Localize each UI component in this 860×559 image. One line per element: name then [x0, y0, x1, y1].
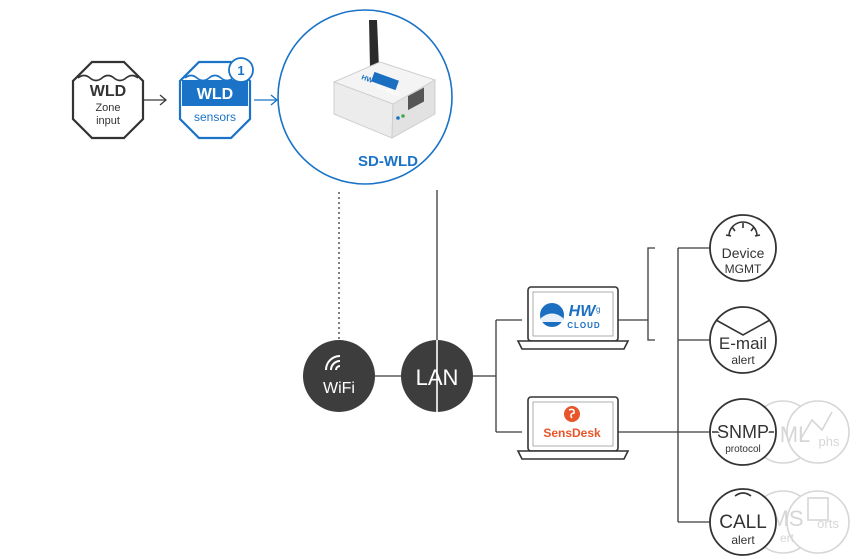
service-device-mgmt-line1: Device [722, 245, 765, 261]
sensors-title: WLD [197, 86, 233, 103]
water-wave-icon [77, 74, 139, 82]
hwg-logo-text: HW [569, 303, 598, 320]
ghost-sms-sub: ert [780, 531, 795, 545]
ghost-reports-text: orts [817, 516, 839, 531]
ghost-graphs-circle [786, 400, 850, 464]
wifi-circle [303, 340, 375, 412]
cloud-bracket [647, 247, 655, 341]
lan-node[interactable]: LAN [401, 340, 473, 412]
ghost-reports-circle [786, 490, 850, 554]
service-device-mgmt-line2: MGMT [725, 262, 762, 276]
hwg-cloud-caption: CLOUD [567, 321, 600, 330]
service-call-line2: alert [731, 533, 755, 547]
service-call-line1: CALL [719, 512, 767, 533]
service-snmp-line2: protocol [725, 444, 761, 455]
device-node[interactable]: HW SD-WLD SD-WLD [277, 9, 453, 185]
wifi-node[interactable]: WiFi [303, 340, 375, 412]
ghost-xml-text: ML [780, 422, 811, 447]
ghost-graphs-text: phs [819, 434, 840, 449]
wifi-icon [325, 355, 341, 371]
ghost-report-icon [807, 497, 829, 521]
lan-label: LAN [416, 365, 459, 390]
laptop-base [516, 450, 630, 460]
wifi-label: WiFi [323, 380, 355, 397]
gear-icon [725, 221, 761, 237]
zone-input-title: WLD [90, 83, 126, 100]
connection-lines [144, 94, 710, 523]
device-box-image [332, 61, 437, 139]
zone-input-node[interactable]: WLD Zone input [71, 60, 145, 140]
laptop-hwg-cloud[interactable]: HW g CLOUD [516, 286, 630, 350]
sensors-count: 1 [237, 63, 244, 78]
sensors-count-badge [228, 57, 254, 83]
phone-icon [734, 492, 752, 497]
device-name: SD-WLD [358, 153, 418, 170]
zone-input-line1: Zone [95, 102, 120, 114]
service-call-alert[interactable]: CALL alert [709, 488, 777, 556]
service-email-alert[interactable]: E-mail alert [709, 306, 777, 374]
laptop-base [516, 340, 630, 350]
sensors-header-band [182, 80, 248, 106]
sensors-node[interactable]: WLD sensors 1 [178, 57, 254, 140]
sensors-to-device-arrow [254, 94, 279, 106]
laptop-sensdesk[interactable]: SensDesk [516, 396, 630, 460]
arrow-head-zone [159, 94, 168, 106]
service-email-line2: alert [731, 353, 755, 367]
sensdesk-logo-text: SensDesk [543, 426, 601, 440]
antenna-icon [369, 20, 379, 68]
sensors-subtitle: sensors [194, 110, 236, 124]
zone-input-line2: input [96, 115, 120, 127]
service-snmp-line1: SNMP [717, 422, 769, 442]
hwg-logo-sub: g [596, 305, 600, 314]
octagon-shape [71, 60, 145, 140]
envelope-icon [715, 319, 771, 336]
ghost-graph-icon [799, 411, 833, 441]
service-email-line1: E-mail [719, 334, 767, 353]
service-snmp[interactable]: SNMP protocol [709, 398, 777, 466]
service-device-mgmt[interactable]: Device MGMT [709, 214, 777, 282]
device-case-brand: HW [360, 74, 374, 85]
